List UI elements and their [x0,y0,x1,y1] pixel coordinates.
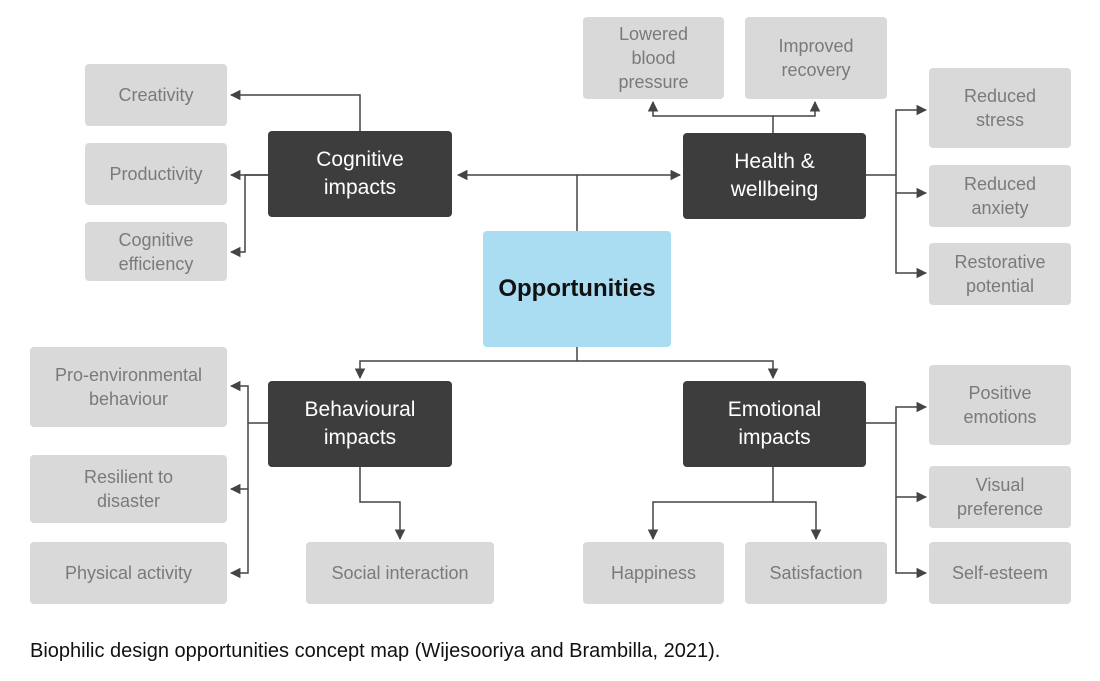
improved-recovery-node: Improved recovery [745,17,887,99]
connector-to-visual-preference [895,423,928,503]
self-esteem-label: Self-esteem [951,563,1049,583]
connector-to-reduced-anxiety [895,175,928,199]
resilient-to-disaster-node: Resilient to disaster [30,455,227,523]
satisfaction-label: Satisfaction [769,563,863,583]
productivity-label: Productivity [109,164,203,184]
lowered-blood-pressure-node: Lowered blood pressure [583,17,724,99]
self-esteem-node: Self-esteem [929,542,1071,604]
connector-to-resilient [229,423,249,495]
emotional-impacts-label: Emotional impacts [727,398,822,449]
connector-to-physical-activity [229,489,249,579]
improved-recovery-label: Improved recovery [778,36,854,80]
connector-to-pro-environmental [229,380,268,424]
cognitive-efficiency-label: Cognitive efficiency [118,229,194,274]
opportunities-label: Opportunities [498,275,656,302]
cognitive-impacts-label: Cognitive impacts [316,148,404,199]
creativity-node: Creativity [85,64,227,126]
connector-to-creativity [229,89,361,131]
connector-center-to-emotional [577,360,779,380]
happiness-label: Happiness [610,563,697,583]
reduced-anxiety-label: Reduced anxiety [963,174,1037,218]
reduced-stress-label: Reduced stress [963,86,1037,130]
pro-environmental-behaviour-label: Pro-environmental behaviour [54,365,203,409]
connector-to-satisfaction [773,501,822,541]
positive-emotions-node: Positive emotions [929,365,1071,445]
creativity-label: Creativity [118,85,194,105]
figure-caption: Biophilic design opportunities concept m… [30,640,721,662]
connector-to-cognitive-efficiency [229,174,268,258]
health-wellbeing-label: Health & wellbeing [730,150,819,201]
positive-emotions-label: Positive emotions [963,383,1037,427]
physical-activity-node: Physical activity [30,542,227,604]
emotional-impacts-node: Emotional impacts [683,381,866,467]
pro-environmental-behaviour-node: Pro-environmental behaviour [30,347,227,427]
connector-to-self-esteem [895,497,928,579]
connector-center-to-cognitive [456,169,578,231]
cognitive-impacts-node: Cognitive impacts [268,131,452,217]
opportunities-node: Opportunities [483,231,671,347]
productivity-node: Productivity [85,143,227,205]
health-wellbeing-node: Health & wellbeing [683,133,866,219]
connector-to-reduced-stress [866,104,928,176]
lowered-blood-pressure-label: Lowered blood pressure [618,24,689,92]
resilient-to-disaster-label: Resilient to disaster [83,467,174,511]
restorative-potential-label: Restorative potential [954,252,1046,296]
social-interaction-label: Social interaction [331,563,469,583]
behavioural-impacts-node: Behavioural impacts [268,381,452,467]
connector-to-positive-emotions [866,401,928,424]
connector-to-restorative-potential [895,193,928,279]
connector-to-social-interaction [359,467,406,541]
connector-to-improved-recovery [773,100,821,117]
happiness-node: Happiness [583,542,724,604]
satisfaction-node: Satisfaction [745,542,887,604]
reduced-anxiety-node: Reduced anxiety [929,165,1071,227]
restorative-potential-node: Restorative potential [929,243,1071,305]
connector-to-lowered-blood-pressure [647,100,774,133]
behavioural-impacts-label: Behavioural impacts [304,398,416,449]
cognitive-efficiency-node: Cognitive efficiency [85,222,227,281]
connector-to-happiness [647,467,774,541]
reduced-stress-node: Reduced stress [929,68,1071,148]
visual-preference-label: Visual preference [956,475,1044,519]
visual-preference-node: Visual preference [929,466,1071,528]
physical-activity-label: Physical activity [64,563,193,583]
connector-center-to-behavioural [354,347,578,380]
social-interaction-node: Social interaction [306,542,494,604]
